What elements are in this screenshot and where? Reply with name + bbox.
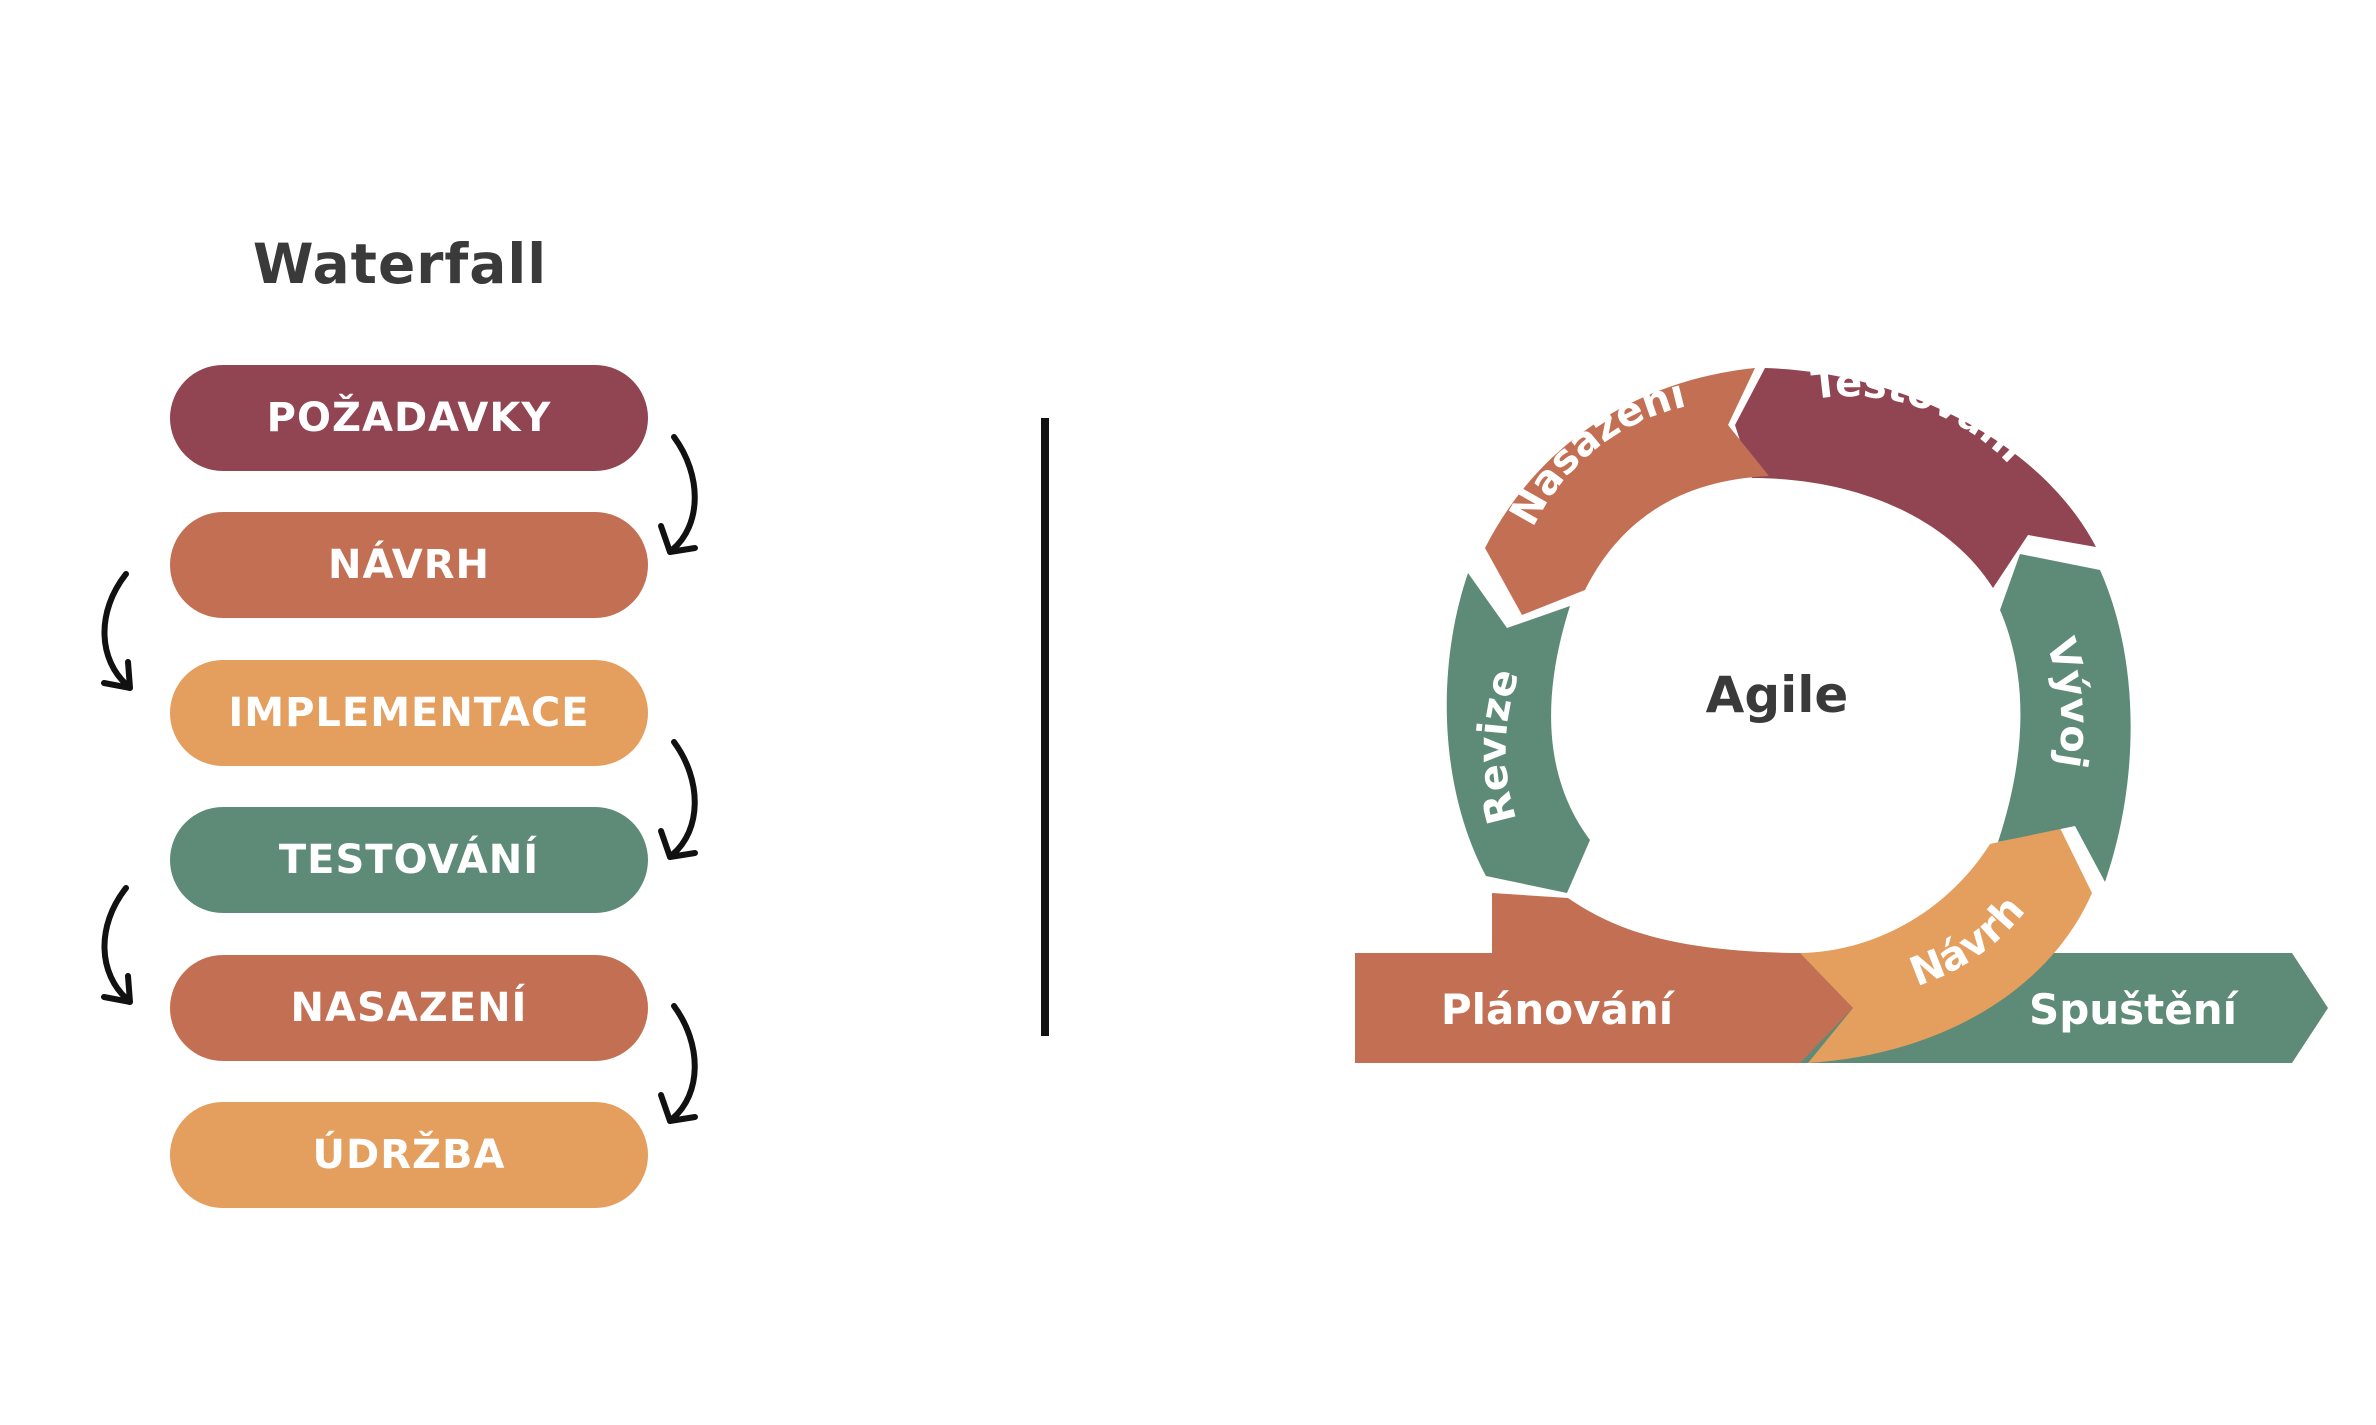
segment-vyvoj — [1998, 554, 2131, 882]
segment-testovani — [1735, 368, 2096, 588]
waterfall-step-pozadavky: POŽADAVKY — [170, 365, 648, 471]
arrow-right-2-icon — [658, 739, 698, 860]
segment-label-spusteni: Spuštění — [2029, 985, 2240, 1034]
agile-center-label: Agile — [1706, 666, 1849, 724]
arrow-right-3-icon — [658, 1003, 698, 1124]
agile-center-disc — [1555, 491, 1999, 935]
arrow-right-1-icon — [658, 434, 698, 555]
segment-revize — [1446, 573, 1590, 893]
segment-planovani — [1355, 953, 1853, 1063]
waterfall-step-testovani: TESTOVÁNÍ — [170, 807, 648, 913]
waterfall-step-nasazeni: NASAZENÍ — [170, 955, 648, 1061]
waterfall-step-udrzba: ÚDRŽBA — [170, 1102, 648, 1208]
arrow-left-2-icon — [101, 885, 133, 1005]
waterfall-title: Waterfall — [252, 232, 548, 296]
waterfall-step-implementace: IMPLEMENTACE — [170, 660, 648, 766]
segment-navrh — [1800, 828, 2092, 1063]
segment-label-planovani: Plánování — [1441, 985, 1676, 1034]
segment-nasazeni — [1485, 368, 1769, 615]
section-divider — [1041, 418, 1049, 1036]
arrow-left-1-icon — [101, 571, 133, 691]
waterfall-step-navrh: NÁVRH — [170, 512, 648, 618]
segment-planovani-hook — [1492, 893, 1790, 953]
